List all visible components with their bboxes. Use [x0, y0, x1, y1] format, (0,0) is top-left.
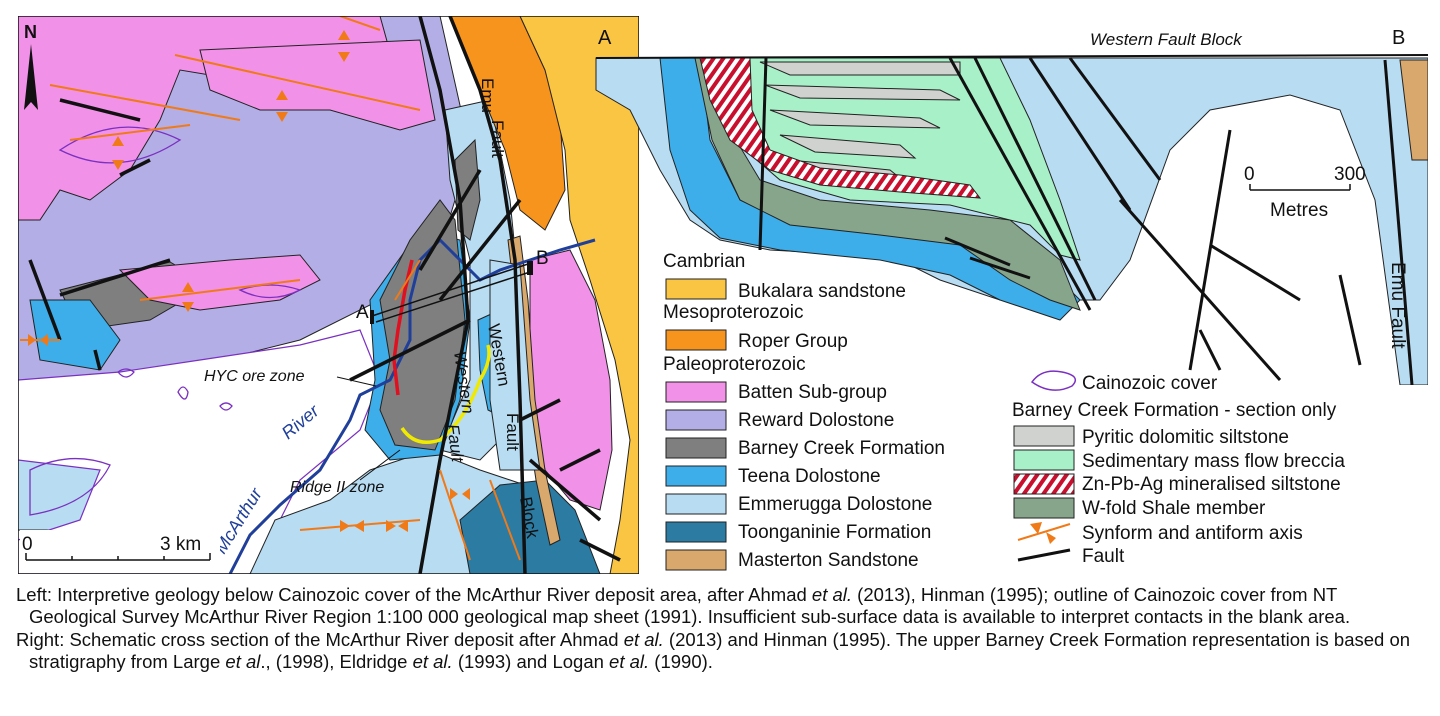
bukalara-sandstone: [519, 16, 639, 574]
section-wfold: [694, 57, 1081, 311]
legend-unit-toonganinie: Toonganinie Formation: [738, 522, 931, 543]
map-scale-max: 3 km: [160, 534, 201, 555]
label-wfb-fault: Fault: [503, 413, 522, 451]
legend-era-paleoproterozoic: Paleoproterozoic: [663, 354, 806, 375]
mcarthur-river: [228, 237, 596, 574]
section-pyritic: [759, 61, 961, 183]
legend-unit-roper: Roper Group: [738, 331, 848, 352]
caption-right: Right: Schematic cross section of the Mc…: [16, 629, 1411, 672]
legend-pyritic: Pyritic dolomitic siltstone: [1082, 427, 1289, 448]
geology-map: [18, 16, 639, 574]
fold-axes: [20, 16, 521, 561]
toonganinie-formation: [459, 479, 601, 574]
legend-fold-axis: Synform and antiform axis: [1082, 523, 1303, 544]
legend-section-only-title: Barney Creek Formation - section only: [1012, 400, 1337, 421]
legend-right: Cainozoic cover Barney Creek Formation -…: [1012, 370, 1345, 567]
section-end-b: B: [1392, 27, 1405, 49]
legend-unit-batten: Batten Sub-group: [738, 382, 887, 403]
legend-unit-barney-creek: Barney Creek Formation: [738, 438, 945, 459]
legend-left: Cambrian Bukalara sandstone Mesoproteroz…: [663, 251, 945, 571]
section-scale-bar: 0 300 Metres: [1244, 164, 1366, 221]
label-emu-fault-1: Emu: [478, 78, 497, 113]
section-scale-unit: Metres: [1270, 200, 1328, 221]
legend-unit-emmerugga: Emmerugga Dolostone: [738, 494, 932, 515]
legend-unit-bukalara: Bukalara sandstone: [738, 281, 906, 302]
map-scale-bar: 0 3 km: [20, 530, 220, 570]
cainozoic-blank-area: [18, 329, 381, 574]
map-faults: [28, 16, 621, 574]
legend-cainozoic-label: Cainozoic cover: [1082, 373, 1218, 394]
batten-subgroup-northeast: [199, 39, 436, 131]
legend-wfold: W-fold Shale member: [1082, 498, 1266, 519]
hyc-leader: [336, 376, 377, 387]
section-line-ab: [371, 263, 531, 323]
label-section-a: A: [356, 302, 369, 323]
legend-fault-icon: [1017, 548, 1071, 562]
figure-caption: Left: Interpretive geology below Cainozo…: [16, 584, 1426, 674]
legend-cainozoic-swatch: [1030, 370, 1077, 391]
section-scale-zero: 0: [1244, 164, 1255, 185]
section-scale-max: 300: [1334, 164, 1366, 185]
section-emu-fault-label: Emu Fault: [1387, 262, 1408, 349]
section-masterton: [1399, 59, 1428, 161]
legend-era-cambrian: Cambrian: [663, 251, 745, 272]
legend-breccia: Sedimentary mass flow breccia: [1082, 451, 1345, 472]
section-surface: [595, 54, 1429, 59]
north-label: N: [24, 22, 37, 42]
label-ridge-ii-zone: Ridge II zone: [290, 479, 384, 496]
legend-era-mesoproterozoic: Mesoproterozoic: [663, 302, 803, 323]
label-hyc-ore-zone: HYC ore zone: [204, 368, 305, 385]
legend-unit-teena: Teena Dolostone: [738, 466, 881, 487]
legend-unit-masterton: Masterton Sandstone: [738, 550, 919, 571]
barney-creek-main: [379, 199, 466, 451]
legend-fault: Fault: [1082, 546, 1125, 567]
section-faults: [758, 57, 1414, 385]
legend-mineralised: Zn-Pb-Ag mineralised siltstone: [1082, 474, 1341, 495]
cainozoic-outlines: [29, 126, 302, 516]
ridge-ii-zone: [400, 344, 491, 444]
label-section-b: B: [536, 248, 549, 269]
section-title: Western Fault Block: [1090, 30, 1243, 49]
caption-left: Left: Interpretive geology below Cainozo…: [16, 584, 1351, 627]
label-emu-fault-2: Fault: [488, 120, 507, 158]
fold-arrows: [28, 30, 470, 532]
legend-unit-reward: Reward Dolostone: [738, 410, 894, 431]
north-arrow: N: [24, 22, 38, 110]
legend-fold-axis-icon: [1017, 522, 1071, 544]
section-end-a: A: [598, 27, 612, 49]
section-mineralised: [699, 57, 982, 199]
ridge-leader: [359, 449, 401, 481]
cross-section: [595, 57, 1428, 385]
map-scale-zero: 0: [22, 534, 33, 555]
